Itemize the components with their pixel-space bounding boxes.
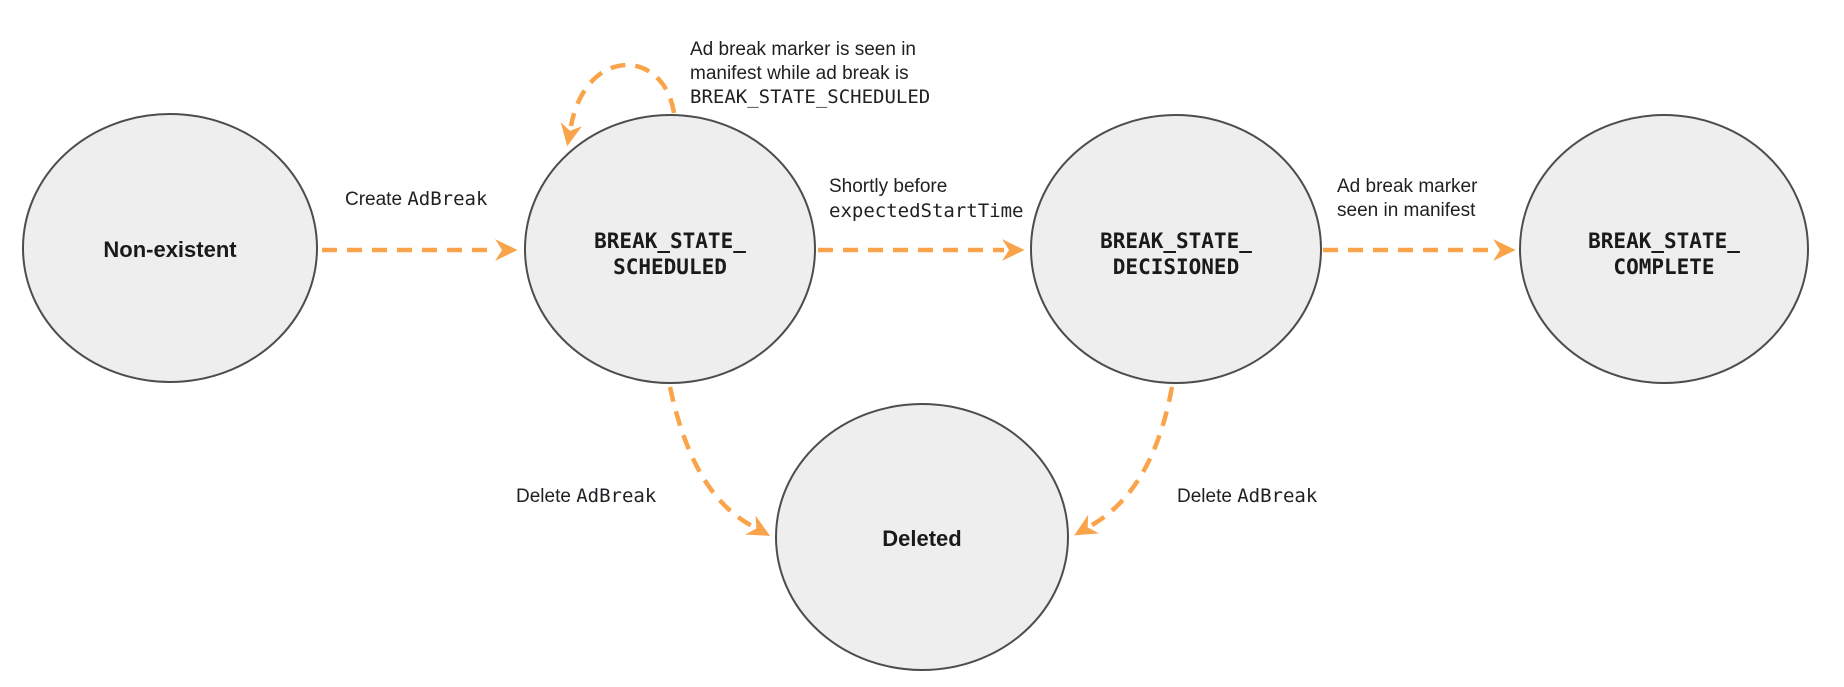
state-label-decisioned-line2: DECISIONED (1113, 255, 1239, 279)
state-label-complete-line2: COMPLETE (1613, 255, 1714, 279)
edge-label-delete-scheduled: Delete AdBreak (516, 485, 657, 507)
state-label-scheduled-line1: BREAK_STATE_ (594, 229, 746, 253)
edge-label-delete-scheduled-mono: AdBreak (576, 485, 657, 507)
edge-label-complete-line1: Ad break marker (1337, 176, 1478, 197)
state-label-scheduled-line2: SCHEDULED (613, 255, 727, 279)
state-break-state-decisioned (1030, 114, 1322, 384)
state-label-decisioned-line1: BREAK_STATE_ (1100, 229, 1252, 253)
edge-scheduled-to-deleted (667, 386, 771, 536)
state-label-decisioned: BREAK_STATE_DECISIONED (1100, 229, 1252, 279)
edge-self-loop-scheduled (560, 62, 677, 147)
edge-label-create-adbreak: Create AdBreak (345, 188, 488, 210)
edge-label-self-loop: Ad break marker is seen in manifest while… (690, 39, 930, 108)
edge-label-complete: Ad break marker seen in manifest (1337, 176, 1478, 221)
edge-label-create-mono: AdBreak (407, 188, 488, 210)
edge-label-decision-line1: Shortly before (829, 176, 947, 197)
edge-label-self-loop-line3: BREAK_STATE_SCHEDULED (690, 86, 930, 108)
edge-label-create-sans: Create (345, 189, 407, 210)
edge-decisioned-to-deleted (1074, 386, 1175, 536)
edge-label-decision: Shortly before expectedStartTime (829, 176, 1023, 222)
state-label-complete-line1: BREAK_STATE_ (1588, 229, 1740, 253)
state-label-deleted: Deleted (882, 526, 961, 551)
edge-label-self-loop-line1: Ad break marker is seen in (690, 39, 916, 60)
edge-label-complete-line2: seen in manifest (1337, 200, 1476, 221)
state-non-existent (22, 113, 318, 383)
edge-label-delete-decisioned-sans: Delete (1177, 486, 1237, 507)
state-break-state-scheduled (524, 114, 816, 384)
edge-label-delete-decisioned-mono: AdBreak (1237, 485, 1318, 507)
edge-label-delete-decisioned: Delete AdBreak (1177, 485, 1318, 507)
edge-label-delete-scheduled-sans: Delete (516, 486, 576, 507)
edge-label-decision-line2: expectedStartTime (829, 200, 1023, 222)
state-deleted (775, 403, 1069, 671)
state-label-non-existent: Non-existent (103, 237, 237, 262)
edge-label-self-loop-line2: manifest while ad break is (690, 63, 909, 84)
state-label-scheduled: BREAK_STATE_SCHEDULED (594, 229, 746, 279)
state-label-complete: BREAK_STATE_COMPLETE (1588, 229, 1740, 279)
state-break-state-complete (1519, 114, 1809, 384)
